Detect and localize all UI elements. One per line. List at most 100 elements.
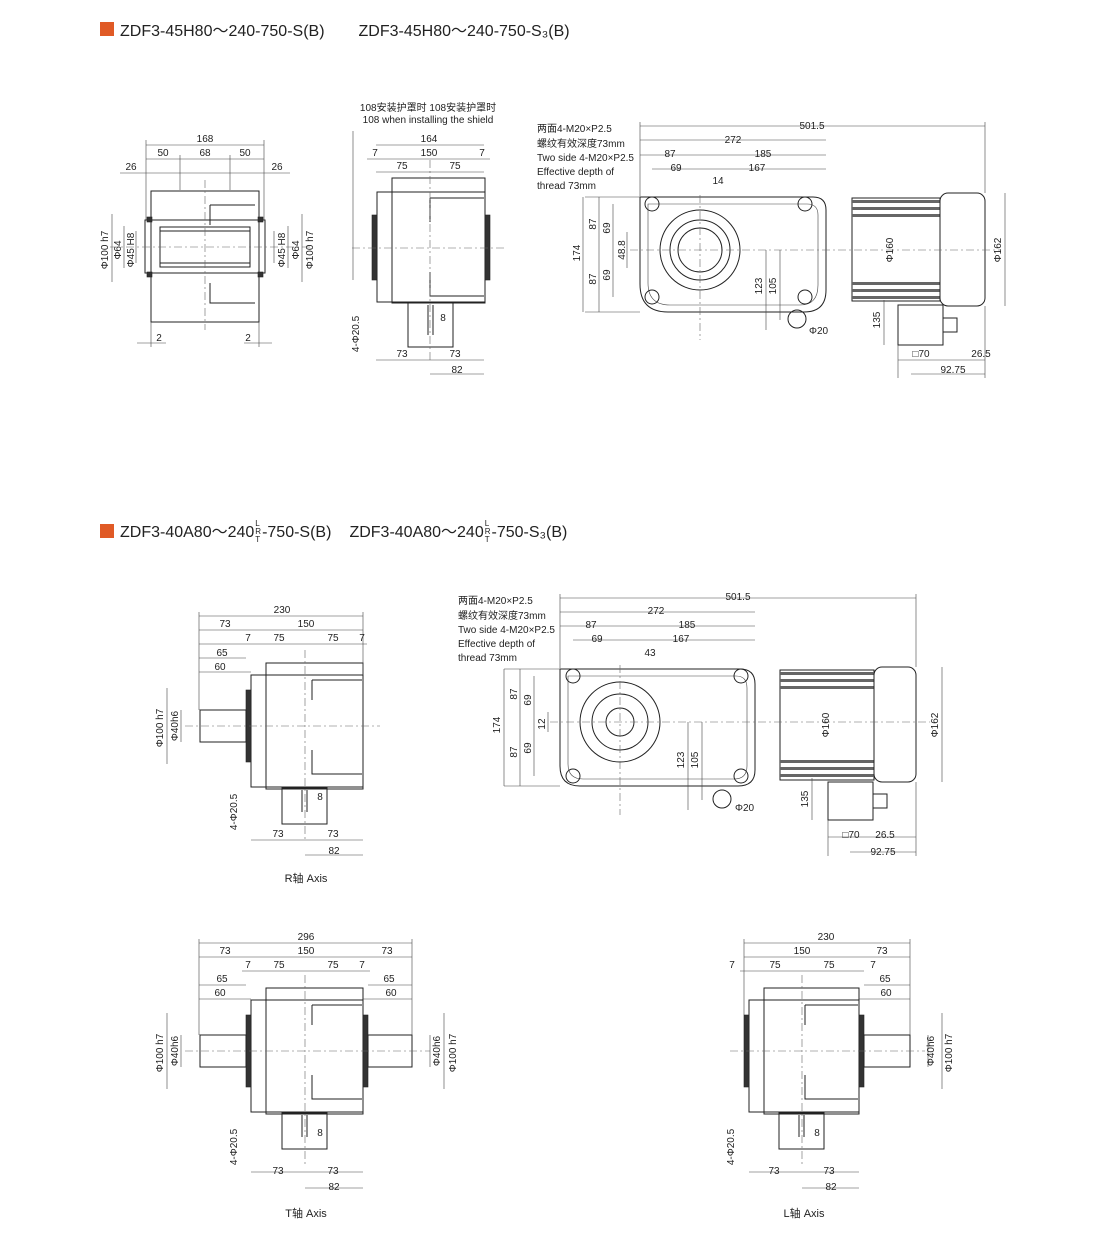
s1-dim-phi45-left: Φ45 H8 [126, 232, 137, 267]
s2-l-dim-230: 230 [818, 932, 835, 943]
s2-l-dim-7b: 7 [870, 960, 876, 971]
s2-r-housing [250, 674, 364, 788]
s1-front-dim-164: 164 [421, 134, 438, 145]
s1-motor-note-3: Two side 4-M20×P2.5 [537, 153, 634, 164]
s2-t-phi100-right: Φ100 h7 [448, 1033, 459, 1072]
s2-l-dim-65: 65 [879, 974, 891, 985]
s1-dim-168: 168 [197, 134, 214, 145]
s2-r-dim-8: 8 [317, 792, 323, 803]
s2-l-phi100: Φ100 h7 [944, 1033, 955, 1072]
s1-motor-dim-167: 167 [749, 163, 766, 174]
s1-output-flange [659, 209, 741, 291]
s2-motor-dim-69b: 69 [523, 742, 534, 754]
s1-front-dim-82: 82 [451, 365, 463, 376]
s1-front-dim-73b: 73 [449, 349, 461, 360]
s2-t-dim-65b: 65 [383, 974, 395, 985]
s1-dim-phi100-right: Φ100 h7 [305, 230, 316, 269]
s1-front-dim-75a: 75 [396, 161, 408, 172]
s2-r-holes: 4-Φ20.5 [229, 793, 240, 830]
s1-front-dim-7b: 7 [479, 148, 485, 159]
s2-motor-dim-105: 105 [690, 751, 701, 768]
s1-dim-phi64-right: Φ64 [291, 240, 302, 260]
section1-marker [100, 22, 114, 36]
s2-motor-phi20: Φ20 [735, 803, 755, 814]
s2-t-dim-75a: 75 [273, 960, 285, 971]
s1-dim-68: 68 [199, 148, 211, 159]
s2-t-dim-73b: 73 [381, 946, 393, 957]
s1-dim-phi45-right: Φ45 H8 [277, 232, 288, 267]
s1-motor-dim-69: 69 [670, 163, 682, 174]
s2-t-dim-73a: 73 [219, 946, 231, 957]
s2-motor-note-4: Effective depth of [458, 639, 535, 650]
s1-dim-phi100-left: Φ100 h7 [100, 230, 111, 269]
s2-l-dim-75b: 75 [823, 960, 835, 971]
s2-l-dim-60: 60 [880, 988, 892, 999]
s2-l-dim-73: 73 [876, 946, 888, 957]
s2-t-dim-60a: 60 [214, 988, 226, 999]
s2-motor-dim-185: 185 [679, 620, 696, 631]
s1-motor-dim-92-75: 92.75 [940, 365, 965, 376]
s1-gearbox-body [639, 196, 827, 313]
s2-t-dim-296: 296 [298, 932, 315, 943]
s1-front-keyway [429, 197, 484, 297]
section2-marker [100, 524, 114, 538]
s2-motor-dim-272: 272 [648, 606, 665, 617]
s1-front-dim-7a: 7 [372, 148, 378, 159]
s1-motor-note-1: 两面4-M20×P2.5 [537, 124, 612, 135]
s1-front-holes: 4-Φ20.5 [351, 315, 362, 352]
s2-t-dim-150: 150 [298, 946, 315, 957]
s2-motor-dim-26-5: 26.5 [875, 830, 895, 841]
s1-front-dim-73a: 73 [396, 349, 408, 360]
s1-dim-phi64-left: Φ64 [113, 240, 124, 260]
s2-t-dim-75b: 75 [327, 960, 339, 971]
s1-motor-dim-87b: 87 [588, 273, 599, 285]
s1-motor-note-2: 螺纹有效深度73mm [537, 137, 625, 150]
s2-motor-note-1: 两面4-M20×P2.5 [458, 596, 533, 607]
s1-front-base [407, 302, 454, 348]
s2-t-dim-73c: 73 [272, 1166, 284, 1177]
s1-side-keyway [209, 204, 255, 304]
s2-r-axis-view: 230 73 150 7 75 75 7 65 60 Φ100 h7 Φ40h6… [155, 605, 380, 885]
s2-r-dim-73b: 73 [327, 829, 339, 840]
s2-motor-note-3: Two side 4-M20×P2.5 [458, 625, 555, 636]
s1-dim-2a: 2 [156, 333, 162, 344]
s2-motor-dim-501-5: 501.5 [725, 592, 750, 603]
s2-t-axis-view: 296 73 150 73 7 75 75 7 65 65 60 60 Φ100… [155, 932, 459, 1220]
s1-motor-dim-272: 272 [725, 135, 742, 146]
s2-motor-phi160: Φ160 [821, 712, 832, 737]
s2-bolt-tr [733, 668, 749, 684]
s2-r-dim-75b: 75 [327, 633, 339, 644]
s1-motor-body [851, 197, 941, 302]
s1-motor-dim-501-5: 501.5 [799, 121, 824, 132]
s2-l-housing [748, 999, 860, 1113]
s2-l-base [778, 1112, 825, 1150]
s2-motor-dim-87a: 87 [509, 688, 520, 700]
s1-front-dim-8: 8 [440, 313, 446, 324]
s1-motor-fan-cover [939, 192, 986, 307]
s2-lift-eye [712, 789, 732, 809]
s2-r-dim-73: 73 [219, 619, 231, 630]
s2-bolt-tl [565, 668, 581, 684]
s2-t-keyway [311, 1004, 362, 1100]
s2-r-dim-150: 150 [298, 619, 315, 630]
s2-t-caption: T轴 Axis [285, 1206, 327, 1220]
s2-r-dim-65: 65 [216, 648, 228, 659]
s2-r-caption: R轴 Axis [285, 871, 328, 885]
s2-t-dim-7a: 7 [245, 960, 251, 971]
s2-l-dim-150: 150 [794, 946, 811, 957]
s2-l-dim-8: 8 [814, 1128, 820, 1139]
s2-motor-dim-123: 123 [676, 751, 687, 768]
s1-motor-dim-135: 135 [872, 311, 883, 328]
s1-dim-50a: 50 [157, 148, 169, 159]
s1-dim-26a: 26 [125, 162, 137, 173]
s2-l-phi40: Φ40h6 [926, 1035, 937, 1066]
s1-motor-dim-48-8: 48.8 [617, 240, 628, 260]
section1-title: ZDF3-45H80～240-750-S(B) ZDF3-45H80～240-7… [100, 17, 570, 41]
s2-motor-dim-69a: 69 [523, 694, 534, 706]
